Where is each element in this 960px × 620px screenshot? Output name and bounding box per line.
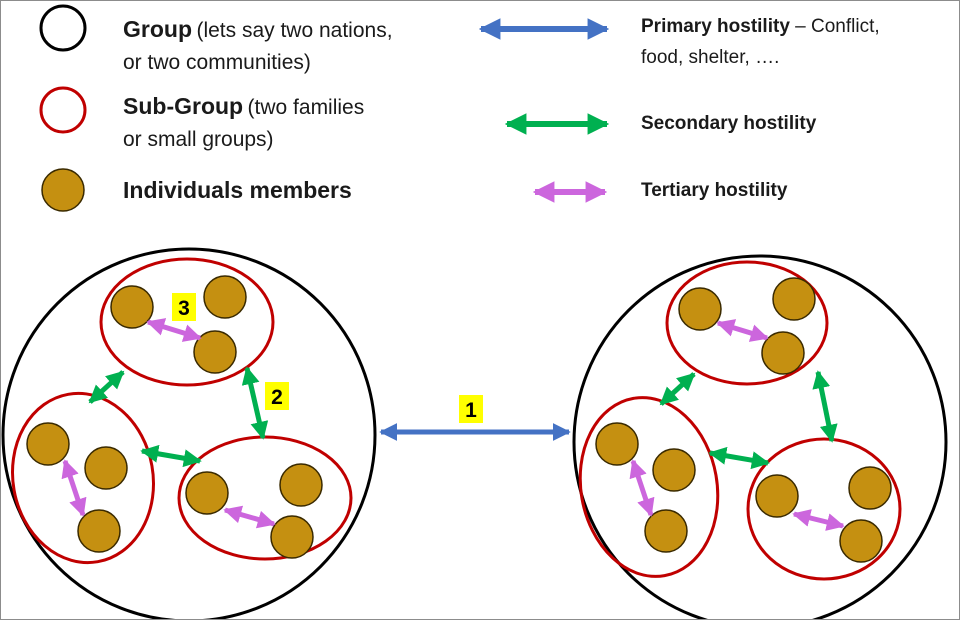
tertiary-arrow <box>716 319 769 342</box>
legend-group-line1: Group (lets say two nations, <box>123 13 393 49</box>
secondary-arrow <box>659 372 696 406</box>
secondary-arrow <box>812 370 838 443</box>
group-right <box>572 254 948 619</box>
member <box>110 285 154 329</box>
member <box>652 448 696 492</box>
legend-group-title: Group <box>123 16 192 42</box>
tertiary-arrow <box>146 318 202 342</box>
member <box>193 330 237 374</box>
member <box>755 474 799 518</box>
marker-primary: 1 <box>459 395 483 423</box>
marker-tertiary-label: 3 <box>178 297 190 320</box>
legend-subgroup-line1: Sub-Group (two families <box>123 90 364 126</box>
legend-tertiary-title: Tertiary hostility <box>641 180 788 201</box>
member <box>761 331 805 375</box>
legend-subgroup-title: Sub-Group <box>123 93 244 119</box>
marker-secondary-label: 2 <box>271 386 283 409</box>
legend-group-icon <box>39 4 87 52</box>
legend-individuals-title: Individuals members <box>123 177 352 203</box>
marker-tertiary: 3 <box>172 293 196 321</box>
marker-primary-label: 1 <box>465 399 477 422</box>
member <box>77 509 121 553</box>
secondary-arrow <box>241 366 269 440</box>
member <box>203 275 247 319</box>
tertiary-arrow <box>61 459 87 517</box>
member <box>84 446 128 490</box>
subgroup-right-top <box>665 260 829 386</box>
member <box>848 466 892 510</box>
legend-primary-note1: – Conflict, <box>789 16 880 37</box>
legend-primary-line1: Primary hostility – Conflict, <box>641 12 880 41</box>
legend-individual-icon <box>41 168 85 212</box>
legend-group-note1: (lets say two nations, <box>196 19 393 42</box>
member <box>279 463 323 507</box>
secondary-arrow <box>88 370 125 404</box>
secondary-arrow <box>140 444 202 468</box>
member <box>595 422 639 466</box>
legend-secondary-title: Secondary hostility <box>641 113 817 134</box>
subgroup-right-left <box>578 396 720 578</box>
legend-subgroup-note1: (two families <box>247 96 365 119</box>
member <box>644 509 688 553</box>
member <box>772 277 816 321</box>
member <box>678 287 722 331</box>
group-left <box>1 247 377 619</box>
legend-secondary-line: Secondary hostility <box>641 109 816 138</box>
secondary-arrow <box>708 446 770 470</box>
group-left-outline <box>1 247 377 619</box>
legend-tertiary-line: Tertiary hostility <box>641 176 787 205</box>
tertiary-arrow <box>223 505 276 529</box>
legend-primary-title: Primary hostility <box>641 16 790 37</box>
legend-subgroup-note2: or small groups) <box>123 128 274 151</box>
group-right-outline <box>572 254 948 619</box>
legend-subgroup-icon <box>39 86 87 134</box>
tertiary-arrow <box>792 509 845 531</box>
marker-secondary: 2 <box>265 382 289 410</box>
member <box>839 519 883 563</box>
subgroup-left-top <box>99 257 275 387</box>
legend-primary-note2: food, shelter, …. <box>641 47 780 68</box>
member <box>270 515 314 559</box>
member <box>26 422 70 466</box>
tertiary-arrow <box>629 459 655 517</box>
member <box>185 471 229 515</box>
legend-group-note2: or two communities) <box>123 51 311 74</box>
